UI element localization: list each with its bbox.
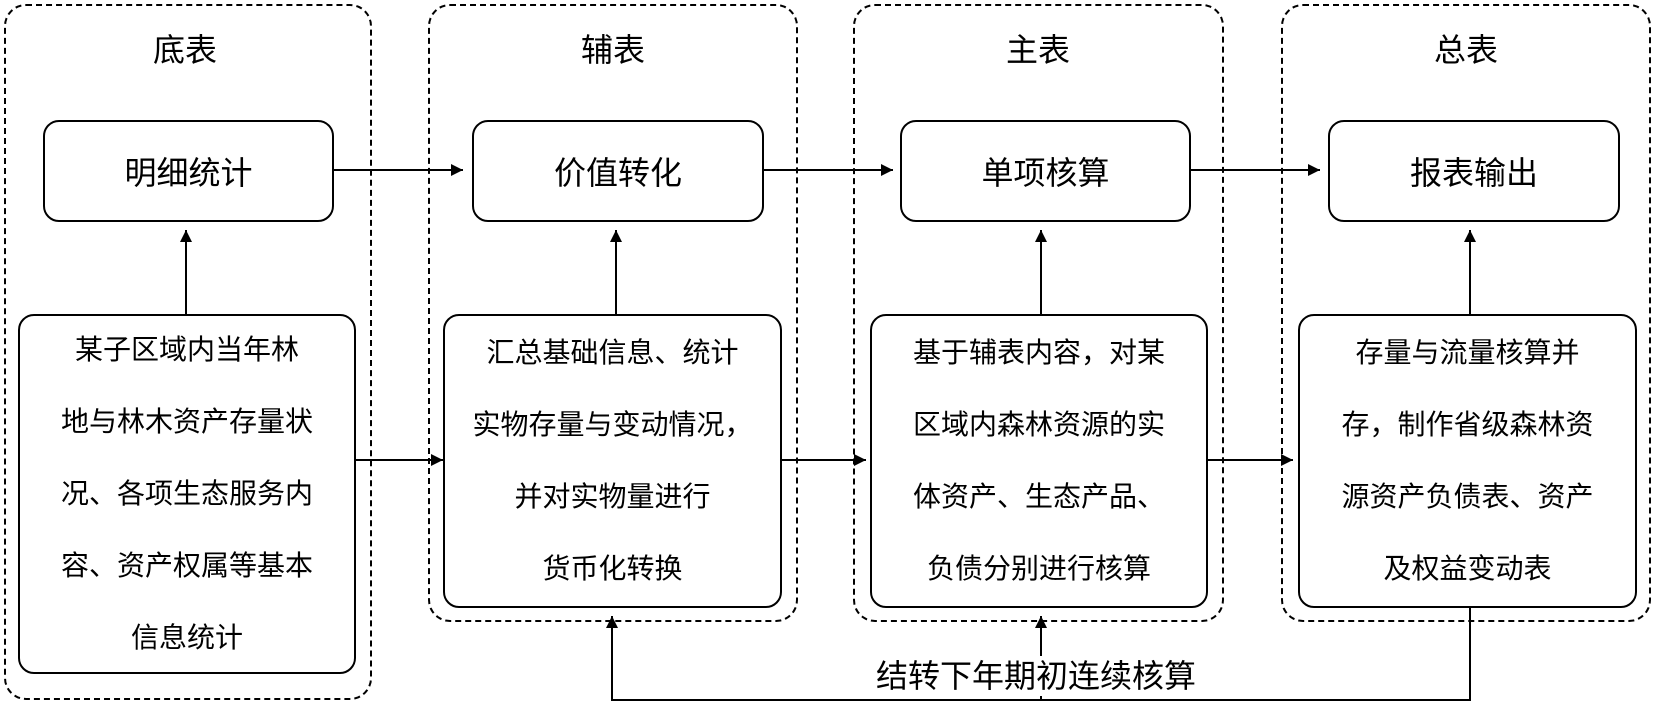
single-item-accounting-label: 单项核算 <box>981 154 1110 192</box>
description-line: 负债分别进行核算 <box>926 552 1151 585</box>
description-line: 汇总基础信息、统计 <box>486 336 739 369</box>
description-line: 及权益变动表 <box>1383 552 1552 585</box>
description-line: 源资产负债表、资产 <box>1341 480 1594 513</box>
base-table-title: 底表 <box>152 31 217 69</box>
main-table-title: 主表 <box>1005 31 1070 69</box>
detail-statistics-label: 明细统计 <box>124 154 253 192</box>
carry-forward-label: 结转下年期初连续核算 <box>872 656 1201 696</box>
summary-table-description: 存量与流量核算并 存，制作省级森林资 源资产负债表、资产 及权益变动表 <box>1341 299 1593 623</box>
value-conversion-box: 价值转化 <box>472 120 764 222</box>
description-line: 存，制作省级森林资 <box>1341 408 1594 441</box>
detail-statistics-box: 明细统计 <box>43 120 334 222</box>
description-line: 货币化转换 <box>542 552 683 585</box>
auxiliary-table-description: 汇总基础信息、统计 实物存量与变动情况， 并对实物量进行 货币化转换 <box>472 299 752 623</box>
value-conversion-label: 价值转化 <box>553 154 682 192</box>
description-line: 并对实物量进行 <box>514 480 711 513</box>
base-table-description-box: 某子区域内当年林 地与林木资产存量状 况、各项生态服务内 容、资产权属等基本 信… <box>18 314 356 674</box>
description-line: 区域内森林资源的实 <box>912 408 1165 441</box>
summary-table-description-box: 存量与流量核算并 存，制作省级森林资 源资产负债表、资产 及权益变动表 <box>1298 314 1637 608</box>
report-output-box: 报表输出 <box>1328 120 1620 222</box>
group-base-table <box>4 4 372 700</box>
summary-table-title: 总表 <box>1433 31 1498 69</box>
base-table-description: 某子区域内当年林 地与林木资产存量状 况、各项生态服务内 容、资产权属等基本 信… <box>61 296 313 692</box>
description-line: 某子区域内当年林 <box>74 333 299 366</box>
description-line: 体资产、生态产品、 <box>912 480 1165 513</box>
main-table-description-box: 基于辅表内容，对某 区域内森林资源的实 体资产、生态产品、 负债分别进行核算 <box>870 314 1208 608</box>
main-table-description: 基于辅表内容，对某 区域内森林资源的实 体资产、生态产品、 负债分别进行核算 <box>913 299 1165 623</box>
description-line: 地与林木资产存量状 <box>60 405 313 438</box>
group-summary-table <box>1281 4 1651 622</box>
description-line: 况、各项生态服务内 <box>60 477 313 510</box>
auxiliary-table-description-box: 汇总基础信息、统计 实物存量与变动情况， 并对实物量进行 货币化转换 <box>443 314 782 608</box>
auxiliary-table-title: 辅表 <box>580 31 645 69</box>
description-line: 基于辅表内容，对某 <box>912 336 1165 369</box>
description-line: 存量与流量核算并 <box>1355 336 1580 369</box>
description-line: 实物存量与变动情况， <box>472 408 753 441</box>
report-output-label: 报表输出 <box>1409 154 1538 192</box>
single-item-accounting-box: 单项核算 <box>900 120 1191 222</box>
description-line: 信息统计 <box>130 621 243 654</box>
description-line: 容、资产权属等基本 <box>60 549 313 582</box>
